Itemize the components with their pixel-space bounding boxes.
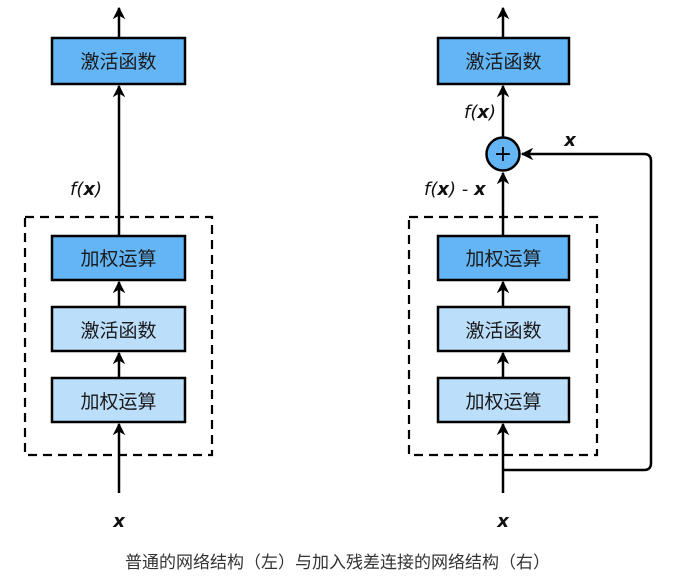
activation-box: [436, 305, 571, 353]
plain-network: 激活函数 f(x) 加权运算 激活函数 加权运算 x: [23, 6, 214, 532]
activation-label: 激活函数: [80, 320, 156, 342]
figure-caption: 普通的网络结构（左）与加入残差连接的网络结构（右）: [125, 553, 550, 573]
addition-node: [485, 136, 521, 172]
activation-label: 激活函数: [465, 320, 541, 342]
fx-label: f(x): [70, 179, 102, 200]
activation-box-top-label: 激活函数: [465, 51, 541, 73]
activation-box-top: [436, 36, 571, 86]
skip-x-label: x: [563, 130, 577, 151]
plus-icon: +: [494, 142, 512, 167]
weighted-op-box: [436, 376, 571, 424]
residual-network: 激活函数 f(x) + x f(x) - x 加权运算 激活函数 加权运算 x: [407, 6, 653, 532]
weighted-op-label: 加权运算: [465, 248, 541, 270]
input-x-label: x: [496, 511, 510, 532]
weighted-op-label: 加权运算: [465, 391, 541, 413]
activation-box: [50, 305, 187, 353]
weighted-op-label: 加权运算: [80, 391, 156, 413]
fx-minus-x-label: f(x) - x: [424, 179, 487, 200]
dashed-block: [407, 215, 599, 457]
activation-box-top: [50, 36, 187, 86]
weighted-op-box: [50, 376, 187, 424]
weighted-op-label: 加权运算: [80, 248, 156, 270]
input-x-label: x: [112, 511, 126, 532]
skip-connection: [503, 147, 653, 472]
weighted-op-box-dark: [436, 234, 571, 282]
activation-box-top-label: 激活函数: [80, 51, 156, 73]
fx-label: f(x): [464, 102, 496, 123]
weighted-op-box-dark: [50, 234, 187, 282]
